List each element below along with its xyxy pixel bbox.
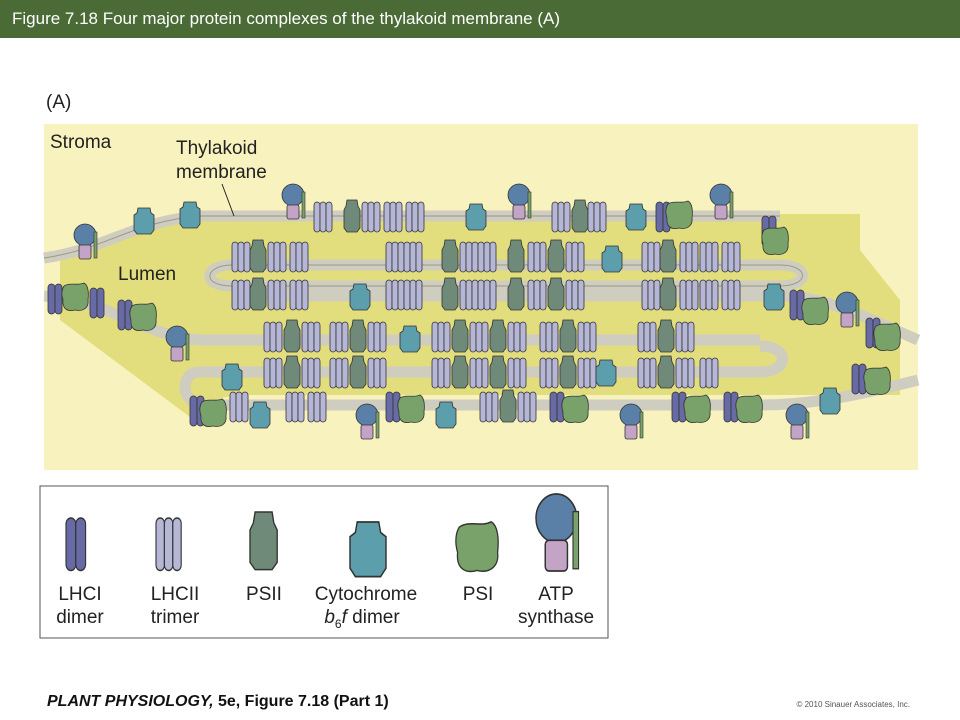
legend-labels: LHCI dimer LHCII trimer PSII Cytochrome … <box>56 584 594 631</box>
thylakoid-label-line1: Thylakoid <box>176 138 257 159</box>
legend-cyt-b: b <box>324 607 335 628</box>
legend-psi-symbol <box>455 521 499 573</box>
legend-psii-line1: PSII <box>246 584 282 605</box>
slide-title: Figure 7.18 Four major protein complexes… <box>0 0 960 38</box>
thylakoid-label-line2: membrane <box>176 162 267 183</box>
legend-box <box>39 485 609 639</box>
footer-citation: PLANT PHYSIOLOGY, 5e, Figure 7.18 (Part … <box>47 693 389 711</box>
legend-lhcii-symbol <box>155 517 182 572</box>
panel-label: (A) <box>46 92 71 113</box>
legend-atp-line2: synthase <box>518 607 594 628</box>
footer-edition: 5e, Figure 7.18 (Part 1) <box>213 693 389 710</box>
legend-cyt-line2: b6f dimer <box>324 607 400 631</box>
footer-book: PLANT PHYSIOLOGY, <box>47 693 214 710</box>
footer-copyright: © 2010 Sinauer Associates, Inc. <box>796 700 910 709</box>
legend-lhcii-line1: LHCII <box>151 584 200 605</box>
legend-psii-symbol <box>249 511 278 571</box>
legend-lhci-line2: dimer <box>56 607 104 628</box>
lumen-label: Lumen <box>118 264 176 285</box>
legend-psi-line1: PSI <box>463 584 494 605</box>
legend-atp-line1: ATP <box>538 584 574 605</box>
legend-cyt-symbol <box>349 521 387 578</box>
legend-cyt-sub: 6 <box>335 617 342 631</box>
thylakoid-leader-line <box>221 183 235 217</box>
legend-cyt-f: f <box>342 607 349 628</box>
legend-lhci-symbol <box>65 517 87 572</box>
legend-lhci-line1: LHCI <box>58 584 101 605</box>
stroma-label: Stroma <box>50 132 112 153</box>
legend-lhcii-line2: trimer <box>151 607 200 628</box>
legend-cyt-line1: Cytochrome <box>315 584 417 605</box>
legend-cyt-rest: dimer <box>347 607 400 628</box>
